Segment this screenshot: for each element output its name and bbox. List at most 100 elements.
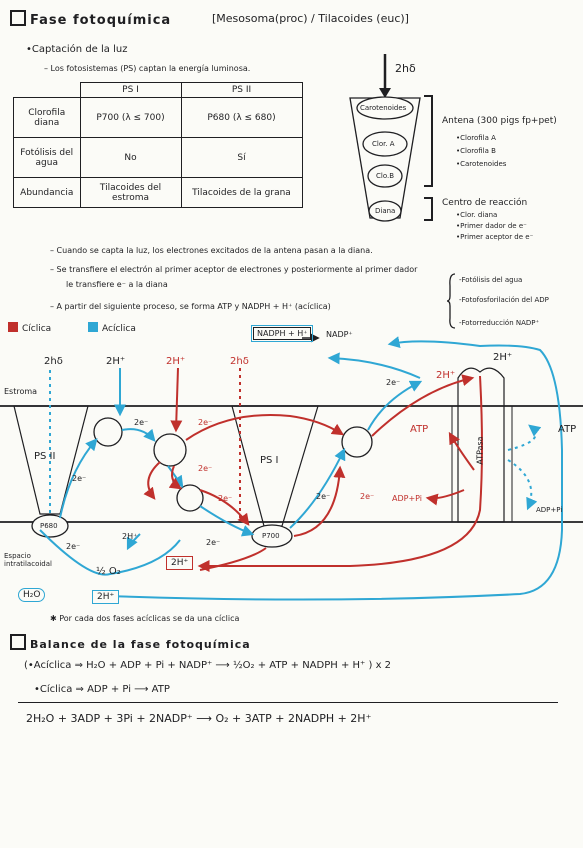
centro-title: Centro de reacción <box>442 198 528 208</box>
checkbox-icon <box>10 10 26 26</box>
balance-divider <box>18 702 558 703</box>
layer-label: Clo.B <box>376 172 395 180</box>
ps1-label: PS I <box>260 455 279 466</box>
electron-label: 2e⁻ <box>316 492 331 501</box>
proton-label-atpase: 2H⁺ <box>493 352 513 363</box>
table-cell: P700 (λ ≤ 700) <box>79 97 182 138</box>
ps2-label: PS II <box>34 451 56 462</box>
centro-item: •Primer dador de e⁻ <box>456 222 527 230</box>
electron-label: 2e⁻ <box>206 538 221 547</box>
table-row: Clorofila diana P700 (λ ≤ 700) P680 (λ ≤… <box>13 97 303 138</box>
carrier-circle <box>176 484 204 512</box>
electron-label: 2e⁻ <box>72 474 87 483</box>
proton-box-blue: 2H⁺ <box>92 590 120 604</box>
legend-aciclica: Acíclica <box>88 322 136 334</box>
note-line: – Se transfiere el electrón al primer ac… <box>50 265 418 274</box>
page-subtitle: [Mesosoma(proc) / Tilacoides (euc)] <box>212 12 409 25</box>
table-cell: Tilacoides del estroma <box>79 177 182 208</box>
centro-item: •Clor. diana <box>456 211 498 219</box>
bracket-item: -Fotólisis del agua <box>459 276 523 284</box>
carrier-circle <box>93 417 123 447</box>
layer-label: Clor. A <box>372 140 395 148</box>
captacion-heading: •Captación de la luz <box>26 44 128 55</box>
layer-label: Carotenoides <box>360 104 407 112</box>
proton-label-red: 2H⁺ <box>166 356 186 367</box>
adp-label: ADP+Pi <box>536 506 563 514</box>
page-title: Fase fotoquímica <box>10 10 171 28</box>
layer-ellipse <box>362 131 408 157</box>
balance-total: 2H₂O + 3ADP + 3Pi + 2NADP⁺ ⟶ O₂ + 3ATP +… <box>26 712 372 725</box>
proton-label: 2H⁺ <box>122 532 138 541</box>
balance-title: Balance de la fase fotoquímica <box>10 634 251 651</box>
water-box: H₂O <box>18 588 46 602</box>
atpase <box>457 367 505 523</box>
carrier-circle <box>341 426 373 458</box>
carrier-circle <box>153 433 187 467</box>
table-cell: No <box>79 137 182 178</box>
electron-label: 2e⁻ <box>198 418 213 427</box>
espacio-label: Espacio intratilacoidal <box>4 552 52 568</box>
note-line: – A partir del siguiente proceso, se for… <box>50 302 331 311</box>
legend-ciclica: Cíclica <box>8 322 51 334</box>
ps-comparison-table: PS I PS II Clorofila diana P700 (λ ≤ 700… <box>13 82 303 208</box>
blue-square-icon <box>88 322 98 332</box>
antena-item: •Clorofila B <box>456 147 496 155</box>
light-label-ps2: 2hδ <box>44 356 63 367</box>
table-header-cell <box>14 83 81 98</box>
oxygen-label: ½ O₂ <box>96 566 121 577</box>
footnote: ✱ Por cada dos fases acíclicas se da una… <box>50 614 240 623</box>
p680-label: P680 <box>40 522 58 530</box>
electron-label: 2e⁻ <box>66 542 81 551</box>
table-cell: Sí <box>180 137 303 178</box>
centro-item: •Primer aceptor de e⁻ <box>456 233 534 241</box>
antena-item: •Carotenoides <box>456 160 507 168</box>
proton-label-red: 2H⁺ <box>436 370 456 381</box>
process-bracket <box>447 273 456 329</box>
balance-aciclica: (•Acíclica ⇒ H₂O + ADP + Pi + NADP⁺ ⟶ ½O… <box>24 660 392 671</box>
p700-label: P700 <box>262 532 280 540</box>
electron-label: 2e⁻ <box>386 378 401 387</box>
layer-ellipse <box>367 164 403 188</box>
electron-label: 2e⁻ <box>360 492 375 501</box>
note-line: – Cuando se capta la luz, los electrones… <box>50 246 373 255</box>
note-line: le transfiere e⁻ a la diana <box>66 280 168 289</box>
antena-item: •Clorofila A <box>456 134 496 142</box>
antenna-brackets <box>424 95 433 221</box>
adp-label-red: ADP+Pi <box>392 494 423 503</box>
table-cell: P680 (λ ≤ 680) <box>180 97 303 138</box>
table-row: Fotólisis del agua No Sí <box>13 137 303 178</box>
bracket-item: -Fotorreducción NADP⁺ <box>459 319 540 327</box>
table-header-cell: PS II <box>180 82 303 98</box>
table-header-cell: PS I <box>79 82 182 98</box>
antena-title: Antena (300 pigs fp+pet) <box>442 116 557 126</box>
proton-box-red: 2H⁺ <box>166 556 194 570</box>
red-square-icon <box>8 322 18 332</box>
balance-ciclica: •Cíclica ⇒ ADP + Pi ⟶ ATP <box>34 684 170 695</box>
captacion-line: – Los fotosistemas (PS) captan la energí… <box>44 64 251 73</box>
table-cell: Tilacoides de la grana <box>180 177 303 208</box>
arrow-head-icon <box>379 88 391 98</box>
atp-label: ATP <box>558 424 577 435</box>
antenna-diagram <box>349 54 421 222</box>
table-header-row: PS I PS II <box>14 82 303 98</box>
nadp-label: NADP⁺ <box>326 330 353 339</box>
electron-label: 2e⁻ <box>198 464 213 473</box>
atpasa-label: ATPasa <box>475 436 485 465</box>
ps1-funnel <box>231 405 319 527</box>
checkbox-icon <box>10 634 26 650</box>
table-cell: Abundancia <box>13 177 81 208</box>
layer-label: Diana <box>375 207 396 215</box>
membrane-diagram <box>0 333 583 601</box>
table-cell: Fotólisis del agua <box>13 137 81 178</box>
table-row: Abundancia Tilacoides del estroma Tilaco… <box>13 177 303 208</box>
light-label-ps1: 2hδ <box>230 356 249 367</box>
table-cell: Clorofila diana <box>13 97 81 138</box>
electron-label: 2e⁻ <box>134 418 149 427</box>
layer-ellipse <box>356 96 414 120</box>
electron-label: 2e⁻ <box>218 494 233 503</box>
nadph-box: NADPH + H⁺ <box>250 325 314 342</box>
layer-ellipse <box>368 200 402 222</box>
light-label: 2hδ <box>395 62 416 75</box>
proton-label: 2H⁺ <box>106 356 126 367</box>
atp-label-red: ATP <box>410 424 429 435</box>
